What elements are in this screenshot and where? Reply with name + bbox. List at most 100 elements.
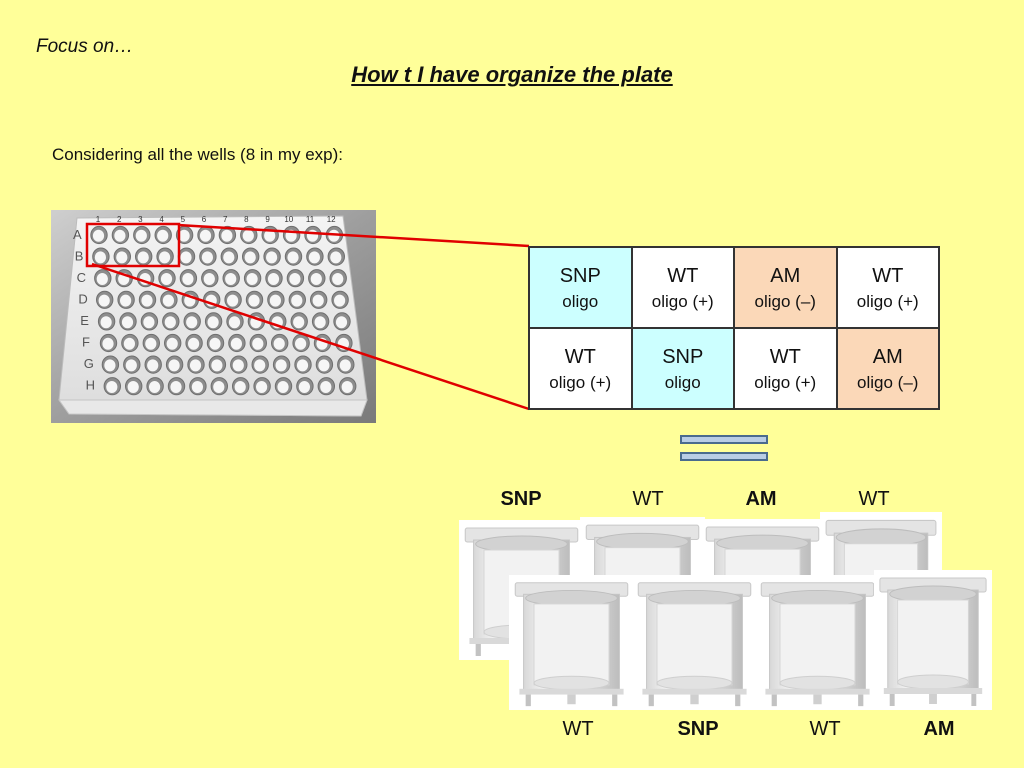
cell-well-type: WT [769,345,801,368]
plate-well-bottom [339,359,351,372]
plate-well-bottom [141,294,153,307]
plate-well-bottom [242,229,254,242]
cell-well-type: WT [872,264,904,287]
plate-well-bottom [277,381,289,393]
cell-well-type: AM [770,264,801,287]
plate-well-bottom [228,316,241,329]
cell-oligo-note: oligo (+) [549,372,612,392]
front-well-label-1: WT [562,718,594,740]
plate-well-bottom [199,229,212,242]
layout-cell-wt: WT oligo (+) [529,328,632,409]
plate-well-bottom [312,294,324,307]
back-well-label-4: WT [858,488,890,510]
plate-column-label: 3 [138,215,143,224]
plate-column-label: 8 [244,215,249,224]
plate-well-bottom [135,229,147,242]
cell-oligo-note: oligo [664,372,701,392]
plate-well-bottom [123,337,135,350]
plate-well-bottom [145,337,157,350]
cell-well-type: WT [564,345,596,368]
plate-well-bottom [308,251,320,264]
cell-oligo-note: oligo [562,291,599,311]
plate-row-label: H [86,378,95,393]
cell-well-type: AM [872,345,903,368]
cell-oligo-note: oligo (+) [856,291,919,311]
plate-well-bottom [296,359,309,372]
plate-well-bottom [310,273,322,285]
plate-row-label: B [75,249,84,264]
plate-well-bottom [106,381,118,393]
plate-well-bottom [213,381,225,393]
plate-well-bottom [207,316,219,329]
plate-column-label: 5 [181,215,186,224]
well-tube-image [755,575,880,710]
plate-well-bottom [102,337,114,350]
plate-well-bottom [318,359,330,372]
plate-column-label: 10 [284,215,293,224]
cell-well-type: SNP [662,345,704,368]
cell-oligo-note: oligo (+) [754,372,817,392]
plate-row-label: A [73,227,82,242]
plate-well-bottom [248,294,260,307]
cell-well-type: WT [667,264,699,287]
plate-well-bottom [223,251,235,264]
plate-column-label: 12 [327,215,336,224]
plate-well-bottom [335,316,348,329]
plate-wells [90,225,357,396]
selected-wells-box [85,222,181,268]
plate-well-bottom [191,381,203,393]
front-well-label-4: AM [923,718,955,740]
plate-row-label: F [82,335,90,350]
plate-well-bottom [252,337,264,350]
plate-well-bottom [162,294,174,307]
layout-cell-wt: WT oligo (+) [836,247,939,328]
plate-well-bottom [269,294,281,307]
plate-well-bottom [188,337,200,350]
plate-well-bottom [332,273,344,285]
well-tube-image [509,575,634,710]
back-well-label-2: WT [632,488,664,510]
plate-well-bottom [100,316,112,329]
plate-well-bottom [189,359,202,372]
plate-well-bottom [267,273,280,285]
back-well-label-1: SNP [500,488,542,510]
plate-well-bottom [125,359,137,372]
plate-well-bottom [287,251,299,264]
plate-column-label: 1 [96,215,101,224]
equals-bar-top [680,435,768,444]
plate-well-bottom [293,316,305,329]
plate-well-bottom [266,251,278,264]
plate-row-label: D [78,292,87,307]
plate-well-bottom [182,273,194,285]
plate-well-bottom [244,251,256,264]
plate-well-bottom [295,337,307,350]
plate-well-bottom [143,316,155,329]
plate-well-bottom [121,316,134,329]
well-tube-image [632,575,757,710]
plate-well-bottom [211,359,223,372]
plate-column-label: 11 [306,215,315,224]
plate-well-bottom [157,229,169,242]
plate-column-label: 7 [223,215,228,224]
plate-well-bottom [246,273,258,285]
plate-well-bottom [159,251,171,264]
equals-bar-bottom [680,452,768,461]
plate-well-bottom [328,229,340,242]
plate-well-bottom [227,294,239,307]
plate-row-label: G [84,356,94,371]
plate-well-bottom [234,381,246,393]
plate-well-bottom [114,229,126,242]
plate-well-bottom [289,273,301,285]
layout-cell-wt: WT oligo (+) [734,328,837,409]
plate-well-bottom [149,381,161,393]
plate-well-bottom [104,359,116,372]
slide-title: How t I have organize the plate [351,62,673,87]
plate-well-bottom [341,381,353,393]
